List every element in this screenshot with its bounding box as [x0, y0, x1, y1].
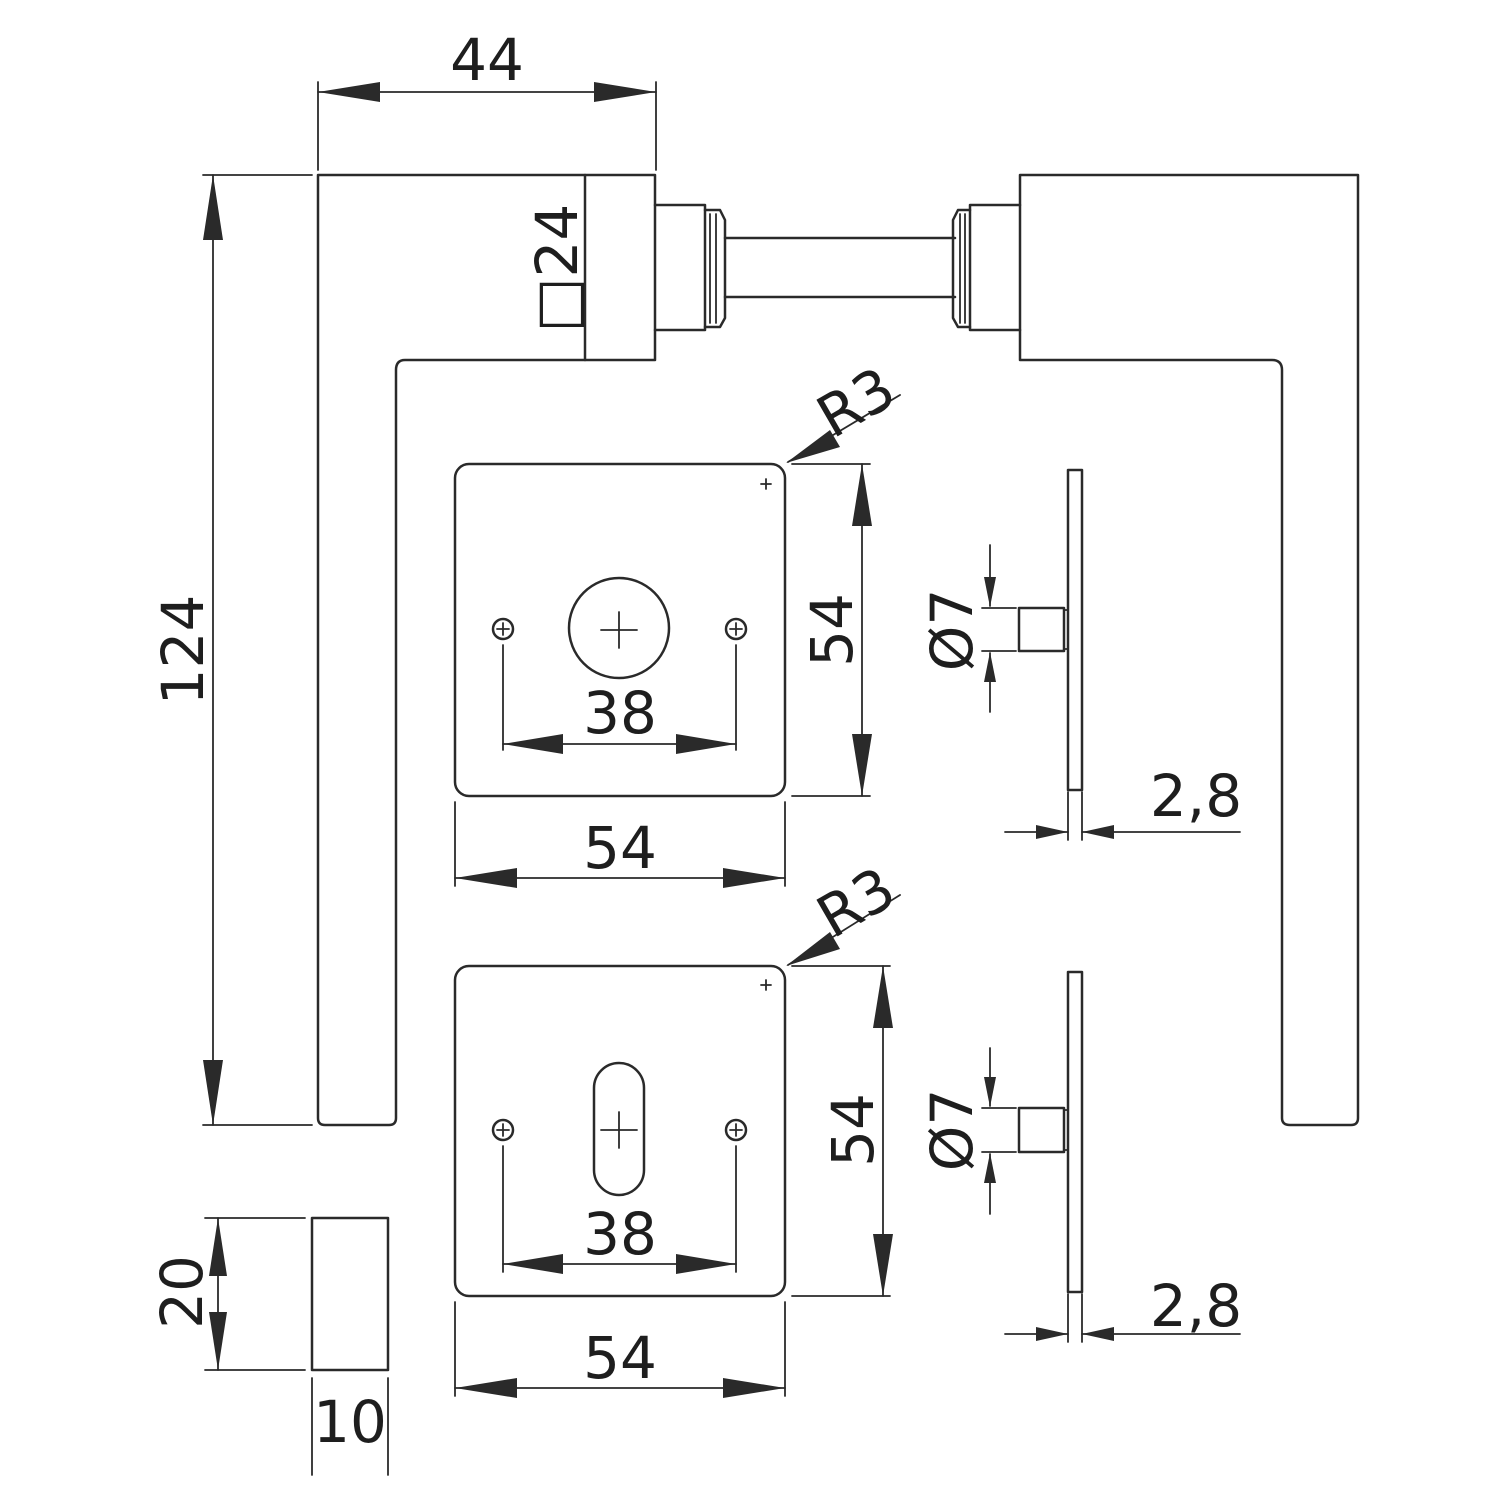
dimension-rose-square-24: □24: [523, 204, 591, 333]
rose-top-thickness-label: 2,8: [1150, 762, 1242, 830]
rose-top-radius-label: R3: [806, 354, 907, 451]
rose-bottom-radius-leader: R3: [786, 854, 906, 966]
rose-bottom-profile-plate: [1066, 970, 1084, 1294]
lever-section-height-label: 20: [148, 1255, 216, 1329]
rose-top-dimension-38: 38: [502, 644, 737, 754]
spindle: [723, 236, 957, 299]
rose-bottom-spacing-label: 38: [583, 1200, 657, 1268]
rose-top-dimension-height: 54: [791, 463, 872, 797]
rose-bottom: 38 54 54 R3: [453, 854, 906, 1398]
rose-top: 38 54 54 R3: [453, 354, 906, 888]
rose-square-label: □24: [523, 204, 591, 333]
right-spindle-collar: [968, 203, 1022, 332]
rose-top-profile-plate: [1066, 468, 1084, 792]
rose-top-pin-label: Ø7: [918, 589, 986, 672]
right-handle: [951, 173, 1360, 1127]
rose-bottom-thickness-label: 2,8: [1150, 1272, 1242, 1340]
rose-top-width-label: 54: [583, 814, 657, 882]
rose-bottom-dimension-width: 54: [454, 1301, 786, 1398]
rose-top-dimension-width: 54: [454, 801, 786, 888]
rose-top-screw-right: [724, 617, 748, 641]
dimension-44: 44: [317, 26, 657, 171]
rose-bottom-screw-left: [491, 1118, 515, 1142]
left-spindle-ring: [703, 208, 727, 329]
rose-bottom-key-hole: [592, 1061, 646, 1197]
rose-top-spacing-label: 38: [583, 679, 657, 747]
dimension-124-label: 124: [149, 595, 217, 706]
rose-bottom-height-label: 54: [819, 1093, 887, 1167]
rose-top-screw-left: [491, 617, 515, 641]
left-handle-outline: [316, 173, 657, 1127]
rose-bottom-dimension-38: 38: [502, 1145, 737, 1274]
rose-bottom-radius-label: R3: [806, 854, 907, 951]
rose-bottom-profile: Ø7 2,8: [918, 970, 1242, 1343]
rose-bottom-profile-pin: [1017, 1106, 1066, 1154]
left-spindle-collar: [653, 203, 707, 332]
right-spindle-ring: [951, 208, 972, 329]
rose-bottom-pin-label: Ø7: [918, 1089, 986, 1172]
rose-top-profile-pin: [1017, 606, 1066, 653]
rose-top-plate: [453, 462, 787, 798]
rose-top-radius-leader: R3: [786, 354, 906, 463]
rose-top-profile: Ø7 2,8: [918, 468, 1242, 841]
right-handle-outline: [1018, 173, 1360, 1127]
rose-bottom-dimension-height: 54: [791, 965, 893, 1297]
lever-section-width-label: 10: [313, 1388, 387, 1456]
lever-section: 20 10: [148, 1216, 390, 1476]
rose-bottom-width-label: 54: [583, 1324, 657, 1392]
rose-top-height-label: 54: [798, 593, 866, 667]
lever-section-rect: [310, 1216, 390, 1372]
left-handle: [316, 173, 727, 1127]
rose-top-cylinder-hole: [567, 576, 671, 680]
dimension-44-label: 44: [450, 26, 524, 94]
rose-bottom-screw-right: [724, 1118, 748, 1142]
dimension-124: 124: [149, 174, 313, 1126]
rose-bottom-plate: [453, 964, 787, 1298]
